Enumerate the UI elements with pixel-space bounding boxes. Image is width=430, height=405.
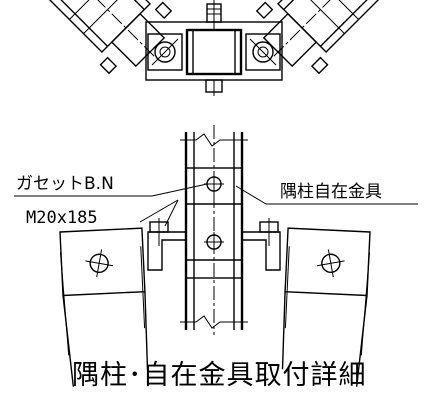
top-plan-view	[43, 0, 385, 96]
right-angle-bracket	[242, 218, 281, 271]
top-left-hinge	[147, 33, 183, 71]
left-inclined-member	[59, 227, 149, 387]
drawing-caption: 隅柱･自在金具取付詳細	[72, 360, 367, 391]
gusset-label: ガセットB.N	[16, 174, 114, 194]
leader-lines	[14, 183, 418, 227]
left-angle-bracket	[147, 218, 186, 271]
top-right-arm	[255, 0, 385, 75]
right-inclined-member	[281, 227, 371, 387]
gusset-plate	[185, 167, 243, 279]
bolt-label: M20x185	[26, 208, 98, 228]
center-column	[180, 125, 248, 335]
top-right-hinge	[245, 33, 281, 71]
top-bolt	[206, 0, 222, 30]
front-elevation-view	[14, 125, 418, 387]
top-left-arm	[43, 0, 173, 75]
fitting-label: 隅柱自在金具	[280, 182, 382, 202]
top-center-column	[185, 28, 243, 76]
